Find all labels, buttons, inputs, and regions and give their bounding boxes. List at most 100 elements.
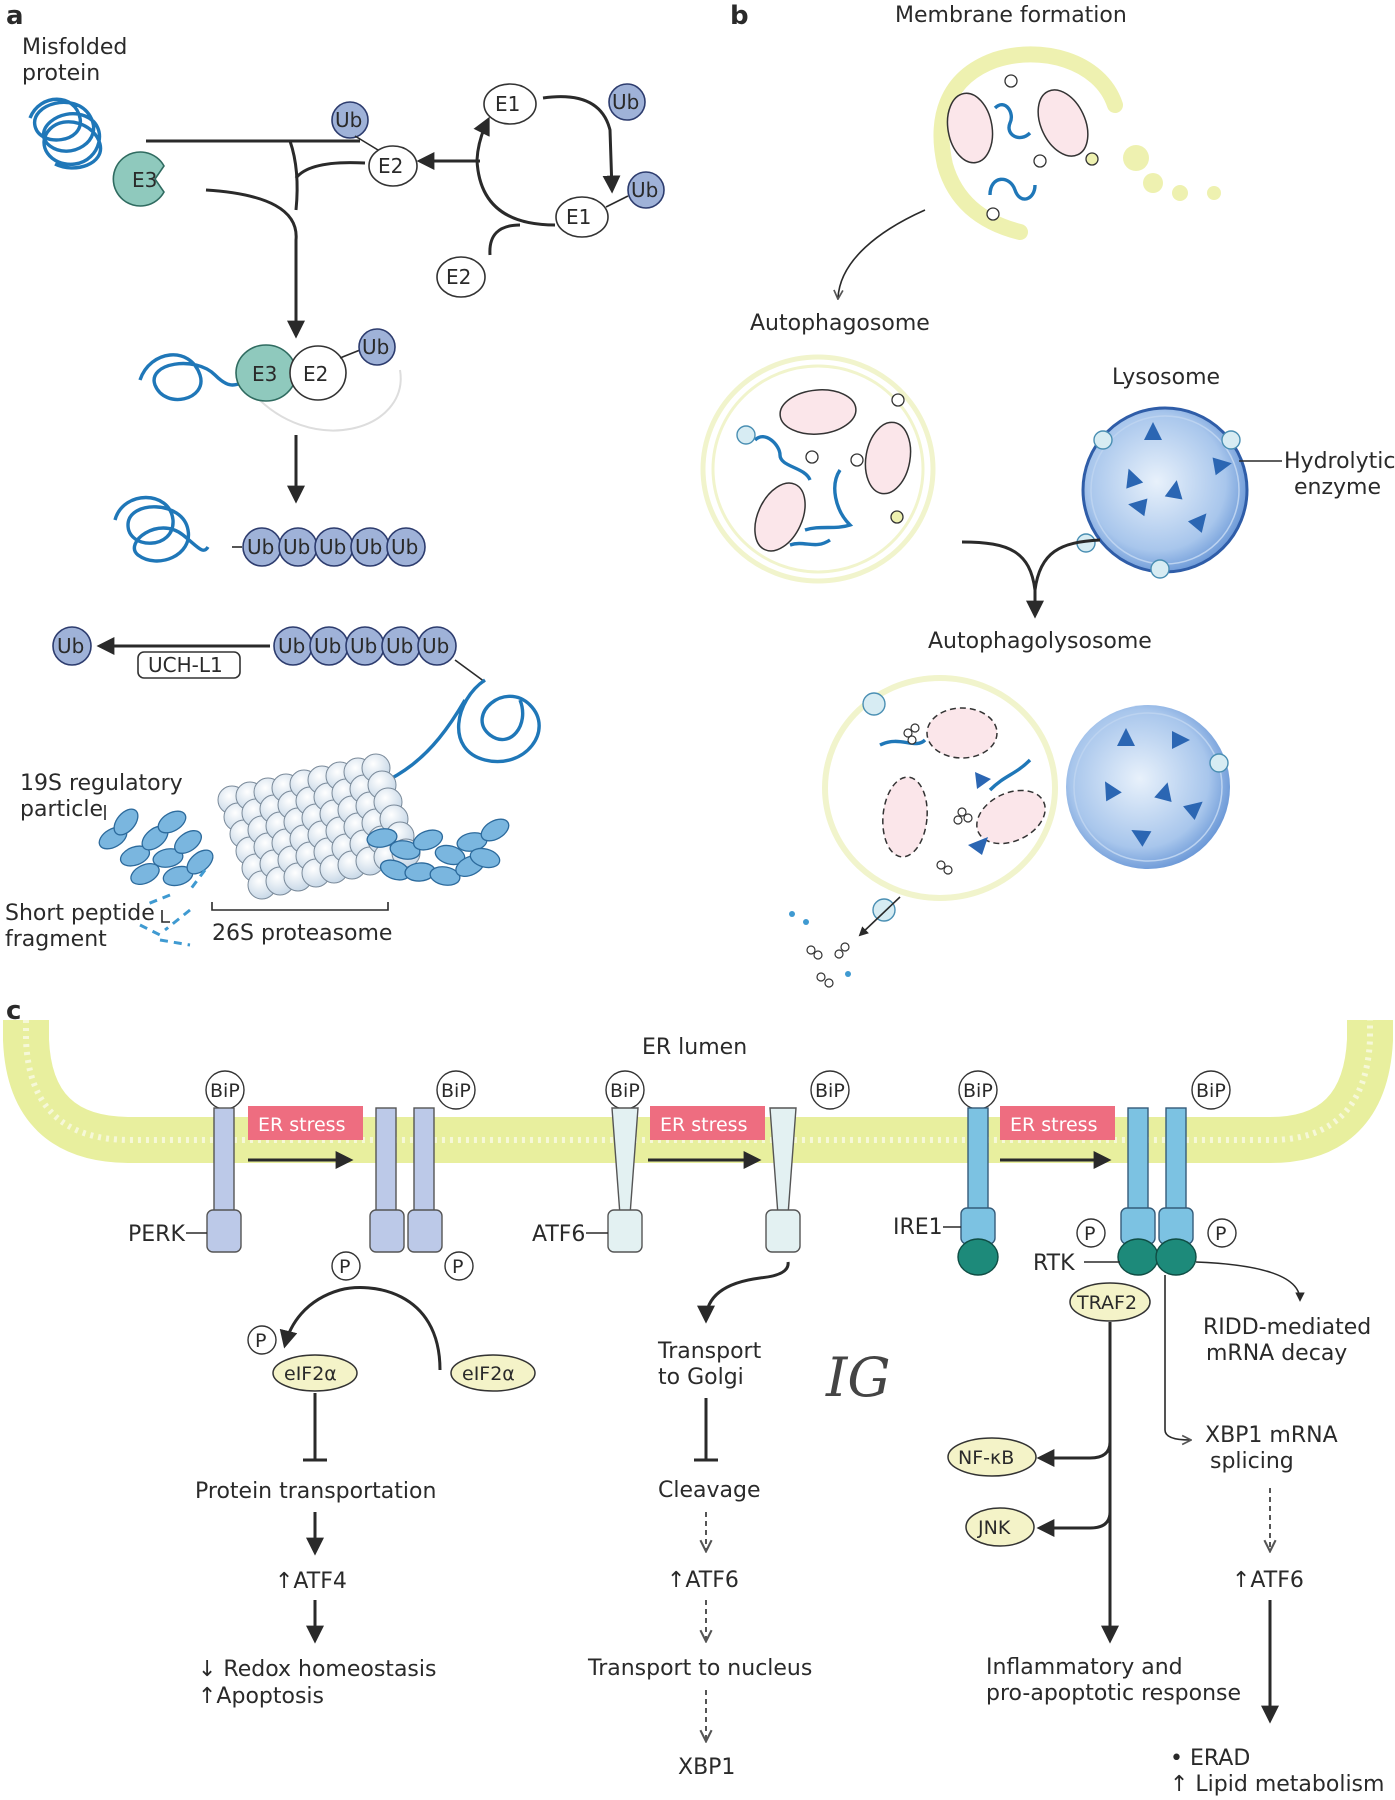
regulatory-subunit [389,840,421,860]
forming-membrane [933,46,1221,240]
autophagosome [700,354,936,584]
membrane-formation-label: Membrane formation [895,3,1127,28]
ub-bead [386,527,426,567]
panel-label-c: c [6,996,21,1026]
e2-bottom-label: E2 [446,265,471,289]
regulatory-subunit [119,845,151,867]
e2-complex-label: E2 [303,362,328,386]
e3-label: E3 [132,168,157,192]
ub-bead-label: Ub [283,535,310,559]
lysosome-label: Lysosome [1112,365,1220,390]
ub-bead-label: Ub [314,634,341,658]
redox-label: ↓ Redox homeostasis [198,1657,436,1682]
hydrolytic-enzyme-triangle [1187,513,1207,533]
polyub-protein [113,495,242,563]
erad-label: • ERAD [1170,1746,1250,1771]
hydrolytic-enzyme-triangle [1183,801,1203,821]
hydrolytic-enzyme-triangle [1144,422,1162,440]
regulatory-subunit [412,829,444,851]
er-stress-ire1-label: ER stress [1010,1114,1097,1136]
regulatory-subunit [429,866,461,886]
handwritten-mark: IG [825,1346,890,1409]
lipid-label: ↑ Lipid metabolism [1170,1772,1384,1797]
panel-label-b: b [730,1,749,31]
regulatory-subunit [186,849,214,875]
bip-ire1-1: BiP [963,1080,993,1102]
merge-line [288,140,299,211]
peptide-fragments [139,869,207,947]
proteasome-bracket [211,902,389,911]
hydrolytic-enzyme-triangle [1126,468,1144,489]
hydrolytic-enzyme-triangle [1117,728,1135,746]
ire1-label: IRE1 [893,1215,943,1240]
perk-label: PERK [128,1222,185,1247]
ub-bead-label: Ub [350,634,377,658]
transport-nucleus-label: Transport to nucleus [587,1656,812,1681]
ub-bead-label: Ub [422,634,449,658]
hydrolytic-enzyme-triangle [1131,830,1152,847]
ub-complex-label: Ub [362,335,389,359]
autophagosome-label: Autophagosome [750,311,930,336]
autophagolysosome-label: Autophagolysosome [928,629,1152,654]
regulatory-subunit [130,863,160,885]
ub-free-label: Ub [57,634,84,658]
ub-top-label: Ub [335,108,362,132]
golgi-line-1: Transport [657,1339,762,1364]
hydrolytic-enzyme-triangle [1164,480,1183,500]
ub-bead [417,626,457,666]
e2-top-label: E2 [378,154,403,178]
xbp1-label: XBP1 [678,1755,735,1780]
atf6-up-label-1: ↑ATF6 [667,1568,739,1593]
e3-to-complex-arrow [205,188,305,339]
misfolded-protein-coil [28,97,103,170]
misfolded-line-2: protein [22,61,100,86]
hydrolytic-enzyme-triangle [1172,731,1190,749]
ub-bead-label: Ub [391,535,418,559]
jnk-label: JNK [977,1517,1011,1539]
e1-top-label: E1 [495,92,520,116]
nfkb-label: NF-κB [958,1447,1014,1469]
ridd-line-1: RIDD-mediated [1203,1315,1371,1340]
regulatory-subunit [174,830,202,854]
uch-l1-box [137,651,241,679]
bip-ire1-2: BiP [1196,1080,1226,1102]
atf4-label: ↑ATF4 [275,1569,347,1594]
ub-bead-label: Ub [355,535,382,559]
misfolded-line-1: Misfolded [22,35,127,60]
e3-e2-ub-complex: E3 E2 Ub [138,328,402,432]
atf6-up-label-2: ↑ATF6 [1232,1568,1304,1593]
e1-cycle: E1 Ub E1 Ub E2 [436,83,665,298]
uch-row: Ub UCH-L1 [52,626,270,679]
p-eif-label: P [255,1330,266,1352]
splicing-line-2: splicing [1210,1449,1294,1474]
ridd-line-2: mRNA decay [1206,1341,1347,1366]
golgi-line-2: to Golgi [658,1365,744,1390]
regulatory-subunit [152,848,184,868]
regulatory-subunit [480,818,510,842]
perk-group: BiP PERK ER stress BiP P P P eIF2α eIF2α… [128,1070,536,1709]
regulatory-subunit [157,810,187,834]
protein-transportation-label: Protein transportation [195,1479,436,1504]
lysosome [1076,406,1249,579]
er-lumen-label: ER lumen [642,1035,747,1060]
autophagolysosome [789,675,1058,988]
regulatory-subunit [366,828,398,848]
hydrolytic-enzyme-triangle [1212,457,1232,476]
hydrolytic-enzyme-triangle [1105,781,1122,802]
atf6-sensor-label: ATF6 [532,1222,585,1247]
traf2-label: TRAF2 [1076,1292,1137,1314]
hydrolytic-enzyme-triangle [1154,782,1172,803]
inflammatory-line-1: Inflammatory and [986,1655,1183,1680]
peptide-pointer [161,910,170,923]
regulatory-subunit [469,847,501,869]
ire1-group: BiP IRE1 ER stress BiP P P RTK TRAF2 RID… [893,1070,1384,1797]
inflammatory-line-2: pro-apoptotic response [986,1681,1241,1706]
